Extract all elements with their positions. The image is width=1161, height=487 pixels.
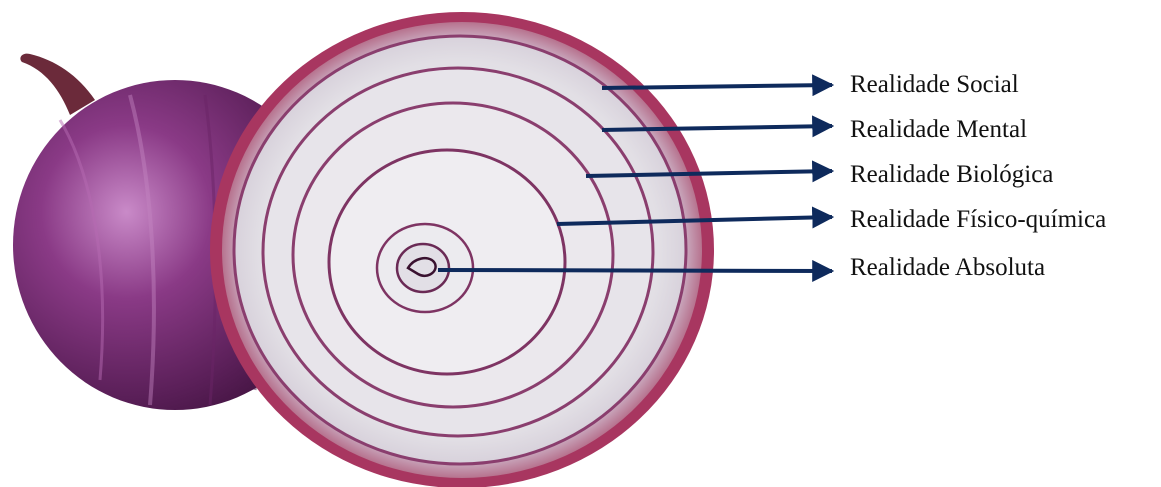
label-realidade-biologica: Realidade Biológica — [850, 162, 1053, 187]
label-realidade-absoluta: Realidade Absoluta — [850, 255, 1045, 280]
label-realidade-mental: Realidade Mental — [850, 117, 1027, 142]
onion-stem — [20, 54, 95, 115]
label-realidade-social: Realidade Social — [850, 72, 1019, 97]
cut-onion — [210, 12, 714, 487]
arrow-absoluta — [438, 270, 832, 271]
label-realidade-fisico-quimica: Realidade Físico-química — [850, 207, 1106, 232]
onion-core — [397, 244, 449, 292]
